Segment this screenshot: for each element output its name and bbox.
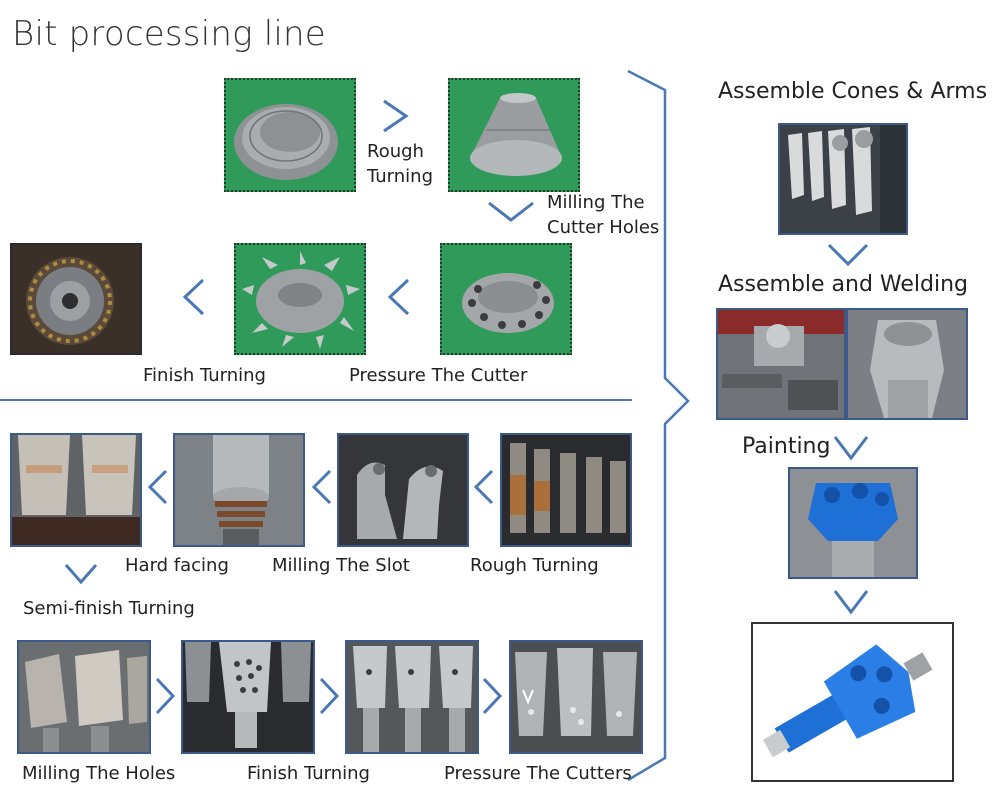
chevron-down-icon	[64, 564, 98, 585]
arms-row-photo	[345, 640, 479, 754]
section-divider	[0, 399, 632, 401]
finished-bit-photo	[751, 622, 954, 782]
step-milling-holes-label: Milling The Holes	[22, 763, 176, 784]
slot-milled-arms-photo	[337, 433, 469, 547]
welding-photo-right	[846, 308, 968, 420]
chevron-left-icon	[311, 469, 332, 505]
chevron-right-icon	[319, 677, 340, 715]
step-rough-turning-label: Rough Turning	[367, 139, 433, 189]
pressed-cutters-photo	[509, 640, 643, 754]
chevron-right-icon	[482, 677, 503, 715]
rough-turned-arms-photo	[500, 433, 632, 547]
welding-photo-left	[716, 308, 846, 420]
chevron-down-icon	[488, 201, 534, 222]
step-rough-turning-label-2: Rough Turning	[470, 555, 599, 576]
step-hard-facing-label: Hard facing	[125, 555, 229, 576]
holes-milled-arms-photo	[17, 640, 151, 754]
chevron-left-icon	[387, 278, 410, 316]
finished-cone-photo	[10, 243, 142, 355]
drilled-cone-photo	[440, 243, 572, 355]
chevron-down-icon	[833, 436, 869, 461]
step-milling-slot-label: Milling The Slot	[272, 555, 410, 576]
cone-blank-photo	[448, 78, 580, 192]
step-pressure-cutter-label: Pressure The Cutter	[349, 365, 528, 386]
toothed-cone-photo	[234, 243, 366, 355]
step-finish-turning-label: Finish Turning	[143, 365, 266, 386]
disc-blank-photo	[224, 78, 356, 192]
page-title: Bit processing line	[12, 14, 326, 54]
assembled-cones-arms-photo	[778, 123, 908, 235]
step-finish-turning-label-2: Finish Turning	[247, 763, 370, 784]
chevron-left-icon	[147, 469, 168, 505]
chevron-down-icon	[827, 243, 869, 267]
chevron-left-icon	[182, 278, 205, 316]
painted-bit-photo	[788, 467, 918, 579]
assemble-welding-label: Assemble and Welding	[718, 272, 969, 297]
semi-finished-arms-photo	[10, 433, 142, 547]
chevron-right-icon	[383, 99, 409, 133]
step-semi-finish-turning-label: Semi-finish Turning	[23, 598, 195, 619]
step-milling-cutter-holes-label: Milling The Cutter Holes	[547, 190, 659, 240]
rough-turning-line1: Rough	[367, 141, 424, 162]
chevron-down-icon	[833, 590, 869, 615]
chevron-left-icon	[473, 469, 494, 505]
painting-label: Painting	[742, 434, 831, 459]
hard-faced-arm-photo	[173, 433, 305, 547]
milling-cutter-holes-line2: Cutter Holes	[547, 217, 660, 238]
rough-turning-line2: Turning	[367, 166, 433, 187]
brace-icon	[627, 69, 690, 782]
chevron-right-icon	[155, 677, 176, 715]
step-pressure-cutters-label: Pressure The Cutters	[444, 763, 632, 784]
milling-cutter-holes-line1: Milling The	[547, 192, 645, 213]
finish-turned-arms-photo	[181, 640, 315, 754]
assemble-cones-arms-label: Assemble Cones & Arms	[718, 79, 988, 104]
